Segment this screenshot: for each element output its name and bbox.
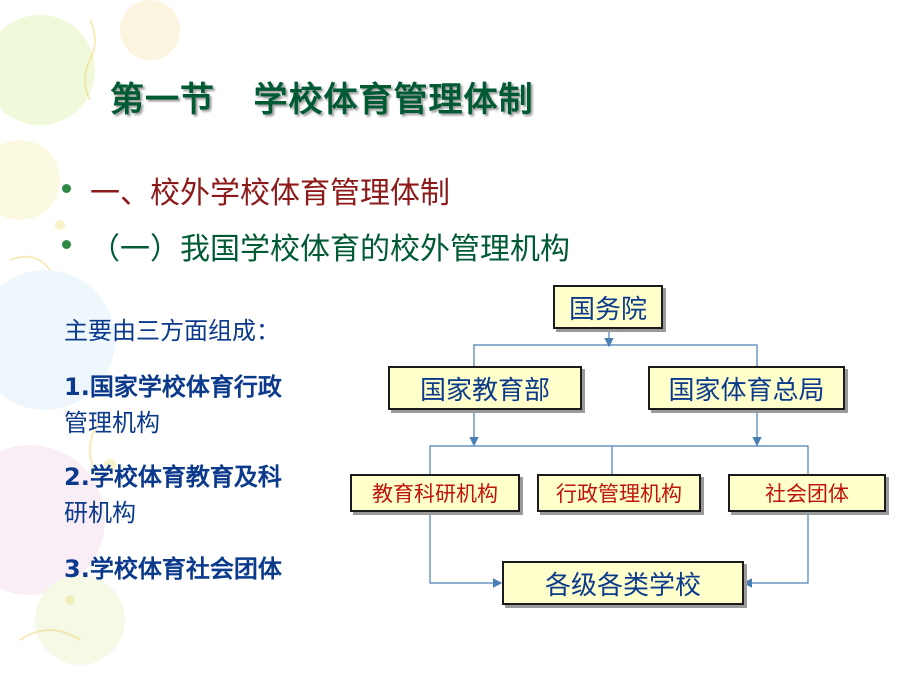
- org-node-schools: 各级各类学校: [502, 561, 744, 605]
- org-node-ministry-education: 国家教育部: [388, 366, 582, 410]
- component-item-2-line1: 2.学校体育教育及科: [64, 463, 282, 491]
- bullet-text: 一、校外学校体育管理体制: [90, 176, 450, 211]
- org-node-research-institutions: 教育科研机构: [350, 474, 520, 512]
- bullet-text: （一）我国学校体育的校外管理机构: [90, 232, 570, 267]
- component-item-1-line1: 1.国家学校体育行政: [64, 373, 282, 401]
- org-node-administrative-institutions: 行政管理机构: [537, 474, 701, 512]
- bullet-dot-icon: [62, 240, 71, 249]
- bullet-item: （一）我国学校体育的校外管理机构: [62, 224, 570, 329]
- org-node-social-organizations: 社会团体: [728, 474, 886, 512]
- component-item-3-line1: 3.学校体育社会团体: [64, 555, 282, 583]
- bullet-item: 一、校外学校体育管理体制: [62, 168, 450, 273]
- composition-intro: 主要由三方面组成：: [64, 317, 280, 345]
- bullet-dot-icon: [62, 184, 71, 193]
- org-node-sports-administration: 国家体育总局: [648, 366, 845, 410]
- org-node-state-council: 国务院: [553, 285, 663, 329]
- page-title: 第一节 学校体育管理体制: [110, 80, 534, 120]
- component-item-1-line2: 管理机构: [64, 409, 160, 437]
- component-item-2-line2: 研机构: [64, 499, 136, 527]
